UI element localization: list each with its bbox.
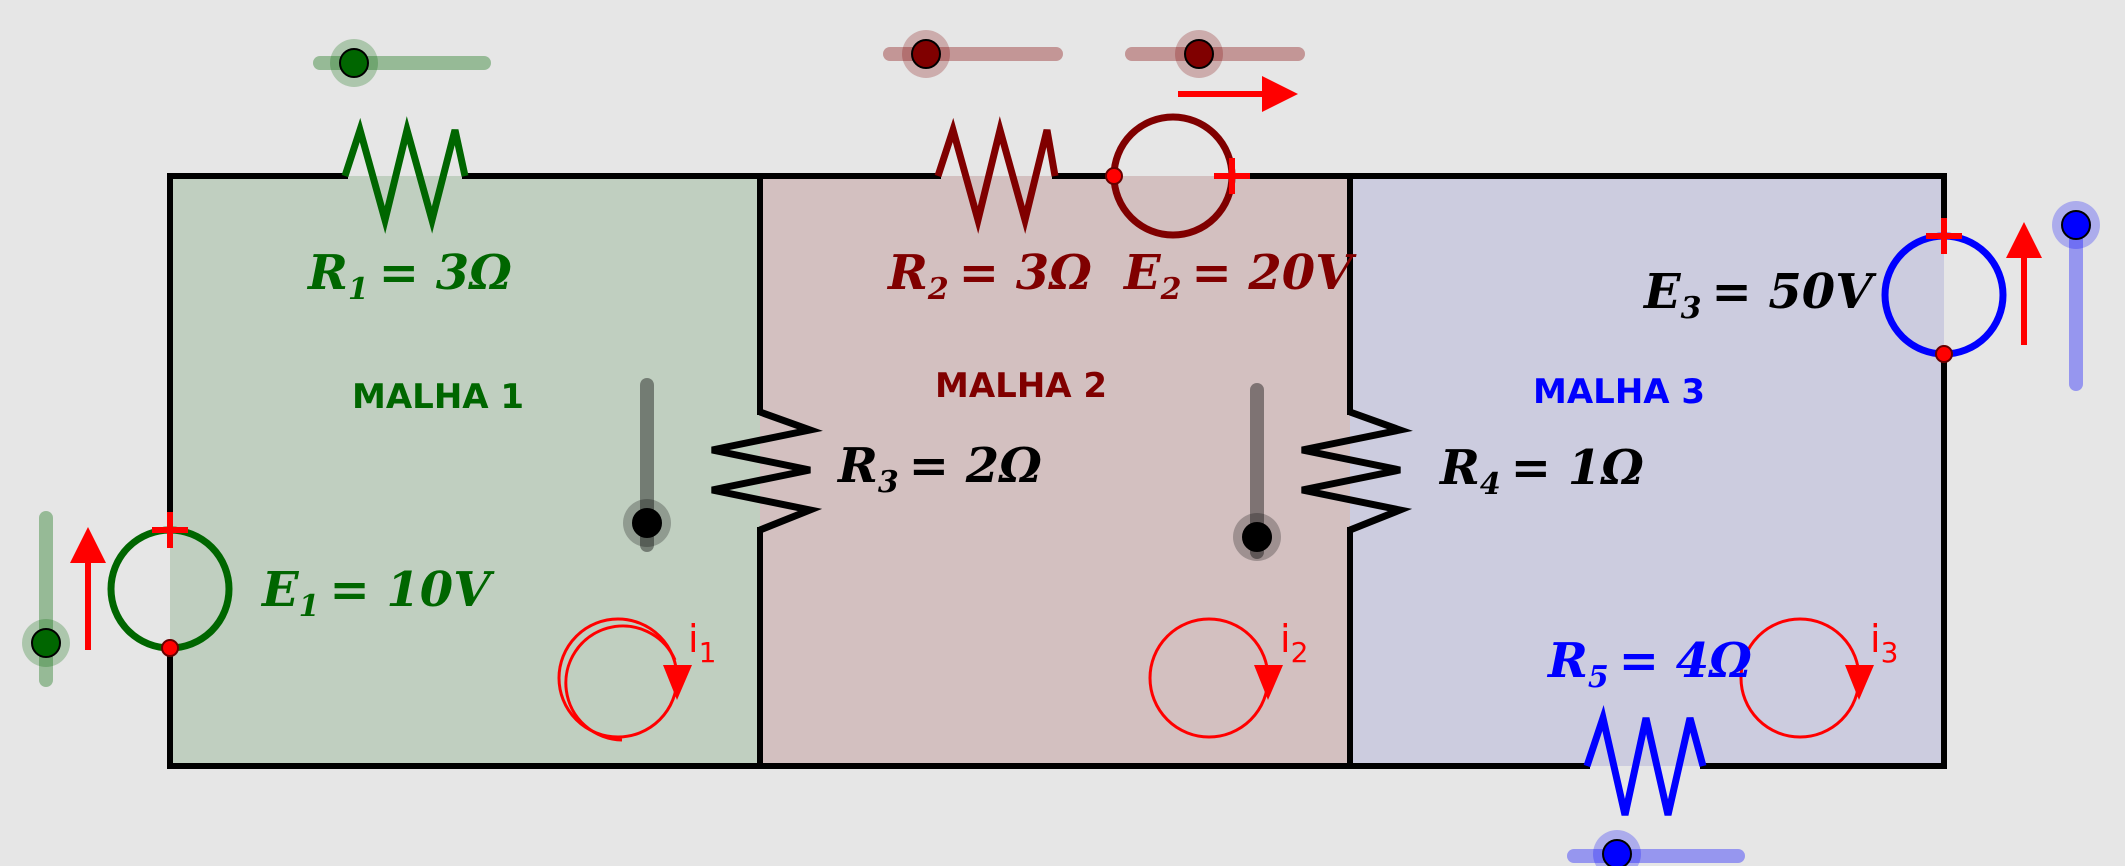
slider-handle-icon[interactable] — [31, 628, 61, 658]
label-r1: R1= 3Ω — [306, 245, 512, 307]
slider-r1[interactable] — [313, 39, 491, 87]
resistor-r5-symbol — [1583, 705, 1707, 816]
resistor-r4-symbol — [1301, 408, 1413, 534]
slider-handle-icon[interactable] — [1184, 39, 1214, 69]
mesh-1-title: MALHA 1 — [352, 377, 524, 417]
mesh-2-title: MALHA 2 — [935, 366, 1107, 406]
slider-r5[interactable] — [1567, 830, 1745, 866]
voltage-source-e3-icon — [1881, 218, 2007, 363]
current-i2-label: i2 — [1280, 617, 1308, 669]
label-r5: R5= 4Ω — [1546, 633, 1752, 695]
slider-handle-icon[interactable] — [911, 39, 941, 69]
slider-e2[interactable] — [1125, 30, 1305, 78]
label-e1: E1= 10V — [260, 562, 495, 624]
resistor-r3-symbol — [711, 408, 823, 534]
slider-handle-icon[interactable] — [339, 48, 369, 78]
current-loop-arrow-icon — [1148, 617, 1283, 739]
current-i3-label: i3 — [1870, 617, 1898, 669]
resistor-r1-symbol — [341, 116, 469, 234]
mesh-3-region — [1350, 176, 1944, 766]
label-e2: E2= 20V — [1122, 245, 1357, 307]
mesh-1-region — [170, 176, 760, 766]
slider-handle-icon[interactable] — [2061, 210, 2091, 240]
current-i1-label: i1 — [688, 617, 716, 669]
current-loop-arrow-icon — [557, 617, 692, 742]
voltage-source-e2-icon — [1105, 113, 1250, 239]
slider-handle-icon[interactable] — [1242, 522, 1272, 552]
slider-e3[interactable] — [2052, 201, 2100, 391]
slider-handle-icon[interactable] — [632, 508, 662, 538]
label-r3: R3= 2Ω — [836, 438, 1042, 500]
mesh-2-region — [760, 176, 1350, 766]
label-r4: R4= 1Ω — [1438, 440, 1644, 502]
slider-r2[interactable] — [883, 30, 1063, 78]
slider-handle-icon[interactable] — [1602, 839, 1632, 866]
slider-r3[interactable] — [623, 378, 671, 552]
current-loop-arrow-icon — [1739, 617, 1874, 739]
slider-e1[interactable] — [22, 511, 70, 687]
voltage-source-e1-icon — [107, 512, 233, 657]
label-e3: E3= 50V — [1642, 264, 1877, 326]
mesh-3-title: MALHA 3 — [1533, 372, 1705, 412]
label-r2: R2= 3Ω — [886, 245, 1092, 307]
resistor-r2-symbol — [934, 116, 1059, 234]
wires — [167, 173, 1947, 769]
slider-r4[interactable] — [1233, 383, 1281, 561]
